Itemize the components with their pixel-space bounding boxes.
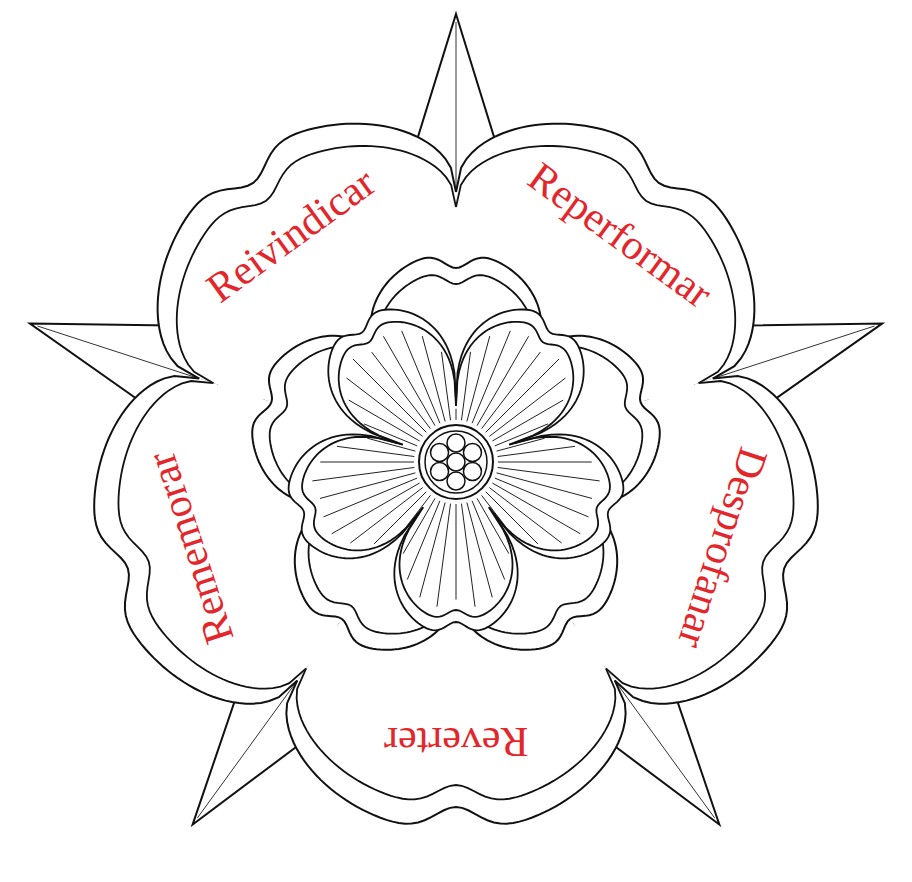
- radial-vein: [467, 503, 492, 598]
- petal-word: Reperformar: [521, 155, 721, 317]
- radial-vein: [437, 504, 451, 607]
- outer-petal-inner-line: [297, 668, 616, 799]
- radial-vein: [497, 473, 592, 499]
- outer-petals: [94, 124, 818, 824]
- inner-petal-fill: [289, 434, 456, 558]
- radial-vein: [498, 446, 575, 456]
- radial-vein: [320, 462, 414, 463]
- inner-petal-outline: [328, 309, 456, 442]
- petal-word: Reivindicar: [199, 160, 383, 311]
- center-inner-ring: [425, 431, 487, 493]
- petal-node: Desprofanar: [666, 439, 778, 659]
- center-seed: [431, 463, 449, 481]
- center-seed: [463, 444, 481, 462]
- radial-vein: [498, 462, 592, 463]
- inner-petal-outline: [394, 512, 517, 630]
- inner-petal-inner-line: [399, 507, 512, 617]
- radial-vein: [320, 473, 415, 499]
- radial-vein: [461, 504, 475, 607]
- inner-petal-outline: [492, 434, 623, 558]
- petal-word: Rememorar: [138, 447, 241, 649]
- radial-vein: [324, 478, 418, 517]
- inner-petal-inner-line: [456, 322, 573, 445]
- radial-vein: [407, 501, 440, 580]
- radial-vein: [422, 336, 445, 421]
- radial-vein: [312, 467, 414, 480]
- inner-petal-inner-line: [339, 322, 456, 445]
- radial-vein: [486, 359, 559, 432]
- radial-vein: [353, 359, 426, 432]
- radial-vein: [495, 424, 548, 446]
- radial-vein: [456, 409, 457, 420]
- petal-word: Desprofanar: [669, 443, 775, 654]
- petal-node: Rememorar: [135, 443, 244, 654]
- radial-vein: [346, 378, 422, 436]
- center-seed: [447, 472, 465, 490]
- inner-petal-inner-line: [302, 437, 423, 551]
- middle-petals: [252, 258, 660, 650]
- radial-vein: [402, 331, 440, 423]
- radial-vein: [489, 378, 565, 436]
- petal-node: Reperformar: [516, 151, 724, 321]
- center-seed: [431, 444, 449, 462]
- radial-vein: [482, 352, 541, 429]
- radial-vein: [456, 504, 457, 600]
- radial-vein: [420, 503, 445, 598]
- outer-petal-outline: [286, 680, 625, 823]
- radial-vein: [372, 352, 431, 429]
- spike-midline: [456, 22, 457, 212]
- rose-center: [419, 425, 493, 499]
- radial-vein: [498, 467, 600, 480]
- center-ring: [419, 425, 493, 499]
- center-seed: [447, 453, 465, 471]
- petal-node: Reivindicar: [195, 156, 388, 315]
- petal-node: Reverter: [380, 718, 533, 766]
- petal-word: Reverter: [384, 720, 529, 764]
- inner-petal-outline: [289, 434, 420, 558]
- inner-petals: [289, 309, 624, 630]
- star-spikes: [30, 14, 882, 824]
- inner-petal-outline: [456, 309, 584, 442]
- radial-vein: [350, 488, 422, 544]
- radial-vein: [489, 488, 561, 544]
- center-seed: [447, 434, 465, 452]
- center-seed: [463, 463, 481, 481]
